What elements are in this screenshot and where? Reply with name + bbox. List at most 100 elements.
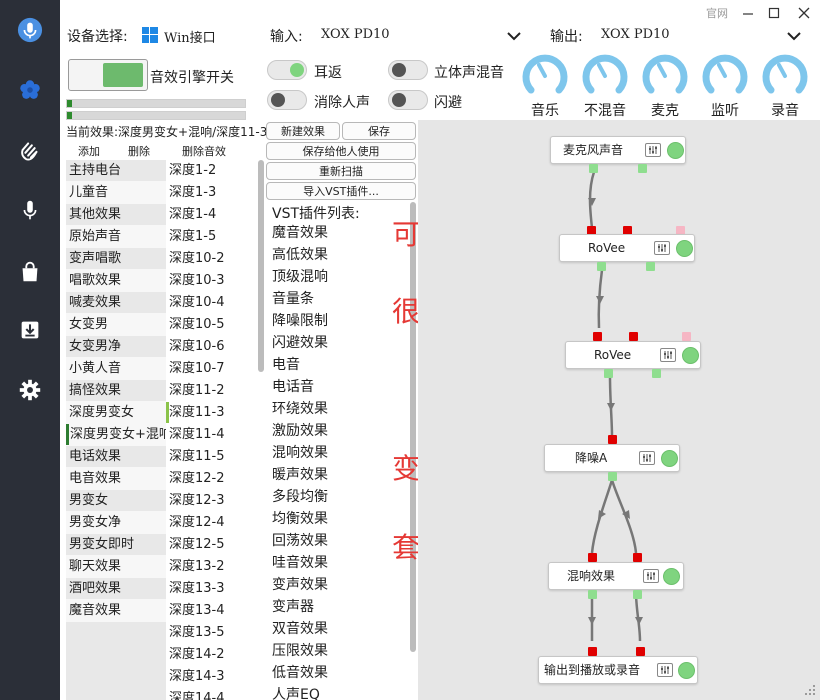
equalizer-icon[interactable]: [639, 451, 655, 465]
list-item[interactable]: 深度12-4: [169, 515, 225, 530]
list-item[interactable]: 深度12-3: [169, 493, 225, 508]
list-item[interactable]: 电话音: [272, 379, 314, 395]
list-item[interactable]: 男变女净: [69, 515, 122, 530]
list-item[interactable]: 多段均衡: [272, 489, 328, 505]
list-item[interactable]: 深度1-2: [169, 163, 217, 178]
list-item[interactable]: 儿童音: [69, 185, 109, 200]
minimize-icon[interactable]: [738, 4, 758, 22]
output-port[interactable]: [608, 472, 617, 481]
list-item[interactable]: 低音效果: [272, 665, 328, 681]
knob-music[interactable]: 音乐: [519, 52, 571, 119]
list-item[interactable]: 深度10-2: [169, 251, 225, 266]
delete-button[interactable]: 删除: [128, 145, 150, 158]
list-item[interactable]: 压限效果: [272, 643, 328, 659]
input-port[interactable]: [629, 332, 638, 341]
stereo-mix-toggle[interactable]: [388, 60, 428, 80]
list-item[interactable]: 激励效果: [272, 423, 328, 439]
list-item[interactable]: 唱歌效果: [69, 273, 122, 288]
list-item[interactable]: 深度12-2: [169, 471, 225, 486]
status-led-icon[interactable]: [678, 662, 695, 679]
engine-switch[interactable]: [68, 59, 148, 91]
input-port[interactable]: [636, 647, 645, 656]
list-item-selected[interactable]: 深度11-3: [166, 402, 260, 423]
list-item[interactable]: 深度男变女: [69, 405, 135, 420]
output-port[interactable]: [652, 369, 661, 378]
graph-node-output[interactable]: 输出到播放或录音: [538, 656, 698, 684]
list-item[interactable]: 变声器: [272, 599, 314, 615]
equalizer-icon[interactable]: [657, 663, 673, 677]
list-item[interactable]: 搞怪效果: [66, 380, 166, 401]
list-item[interactable]: 回荡效果: [272, 533, 328, 549]
input-chevron-down-icon[interactable]: [506, 30, 522, 42]
output-select[interactable]: XOX PD10: [601, 27, 670, 42]
list-item[interactable]: 深度11-5: [169, 449, 225, 464]
list-item[interactable]: 深度1-4: [169, 207, 217, 222]
close-icon[interactable]: [794, 4, 814, 22]
equalizer-icon[interactable]: [645, 143, 661, 157]
import-vst-button[interactable]: 导入VST插件...: [266, 182, 416, 200]
output-chevron-down-icon[interactable]: [786, 30, 802, 42]
website-link[interactable]: 官网: [706, 7, 728, 20]
list-item[interactable]: 高低效果: [272, 247, 328, 263]
list-item[interactable]: 深度1-5: [169, 229, 217, 244]
output-port[interactable]: [633, 590, 642, 599]
list-item[interactable]: 混响效果: [272, 445, 328, 461]
list-item[interactable]: 深度10-5: [169, 317, 225, 332]
input-port[interactable]: [588, 553, 597, 562]
list-item[interactable]: 深度10-6: [169, 339, 225, 354]
list-item[interactable]: 电音效果: [69, 471, 122, 486]
list-item[interactable]: 人声EQ: [272, 687, 320, 700]
list-item[interactable]: 深度13-5: [169, 625, 225, 640]
list-item[interactable]: 深度1-3: [169, 185, 217, 200]
save-button[interactable]: 保存: [342, 122, 416, 140]
list-item[interactable]: 深度14-3: [169, 669, 225, 684]
list-item-selected[interactable]: 深度男变女+混响: [66, 424, 166, 445]
graph-node-rovee-2[interactable]: RoVee: [565, 341, 701, 369]
list-item[interactable]: 魔音效果: [69, 603, 122, 618]
save-for-others-button[interactable]: 保存给他人使用: [266, 142, 416, 160]
vst-plugin-list[interactable]: 魔音效果 高低效果 顶级混响 音量条 降噪限制 闪避效果 电音 电话音 环绕效果…: [270, 202, 410, 700]
list-item[interactable]: 变声效果: [272, 577, 328, 593]
list-item[interactable]: 聊天效果: [69, 559, 122, 574]
list-item[interactable]: 主持电台: [66, 160, 166, 181]
input-port[interactable]: [608, 435, 617, 444]
list-item[interactable]: 深度13-4: [169, 603, 225, 618]
list-item[interactable]: 电话效果: [66, 446, 166, 467]
input-port[interactable]: [623, 226, 632, 235]
list-item[interactable]: 深度13-3: [169, 581, 225, 596]
equalizer-icon[interactable]: [654, 241, 670, 255]
variant-list[interactable]: 深度1-2 深度1-3 深度1-4 深度1-5 深度10-2 深度10-3 深度…: [166, 160, 264, 700]
maximize-icon[interactable]: [764, 4, 784, 22]
output-port[interactable]: [638, 164, 647, 173]
list-item[interactable]: 降噪限制: [272, 313, 328, 329]
list-item[interactable]: 音量条: [272, 291, 314, 307]
list-item[interactable]: 深度11-4: [169, 427, 225, 442]
mic-logo-icon[interactable]: [14, 14, 46, 46]
knob-no-mix[interactable]: 不混音: [579, 52, 631, 119]
input-port[interactable]: [593, 332, 602, 341]
variant-list-scrollbar[interactable]: [258, 160, 264, 372]
list-item[interactable]: 深度14-4: [169, 691, 225, 700]
add-button[interactable]: 添加: [78, 145, 100, 158]
list-item[interactable]: 喊麦效果: [66, 292, 166, 313]
status-led-icon[interactable]: [667, 142, 684, 159]
device-value[interactable]: Win接口: [164, 31, 216, 46]
settings-gear-icon[interactable]: [14, 374, 46, 406]
list-item[interactable]: 深度11-2: [169, 383, 225, 398]
equalizer-icon[interactable]: [660, 348, 676, 362]
list-item[interactable]: 男变女即时: [66, 534, 166, 555]
effect-graph-canvas[interactable]: 麦克风声音 RoVee RoVee 降噪A 混响效果: [418, 120, 820, 700]
list-item[interactable]: 原始声音: [69, 229, 122, 244]
status-led-icon[interactable]: [663, 568, 680, 585]
list-item[interactable]: 变声唱歌: [66, 248, 166, 269]
status-led-icon[interactable]: [661, 450, 678, 467]
list-item[interactable]: 深度12-5: [169, 537, 225, 552]
list-item[interactable]: 深度10-4: [169, 295, 225, 310]
status-led-icon[interactable]: [676, 240, 693, 257]
list-item[interactable]: 双音效果: [272, 621, 328, 637]
list-item[interactable]: 顶级混响: [272, 269, 328, 285]
vst-list-scrollbar[interactable]: [410, 202, 416, 652]
list-item[interactable]: 其他效果: [66, 204, 166, 225]
status-led-icon[interactable]: [682, 347, 699, 364]
vocal-remove-toggle[interactable]: [267, 90, 307, 110]
